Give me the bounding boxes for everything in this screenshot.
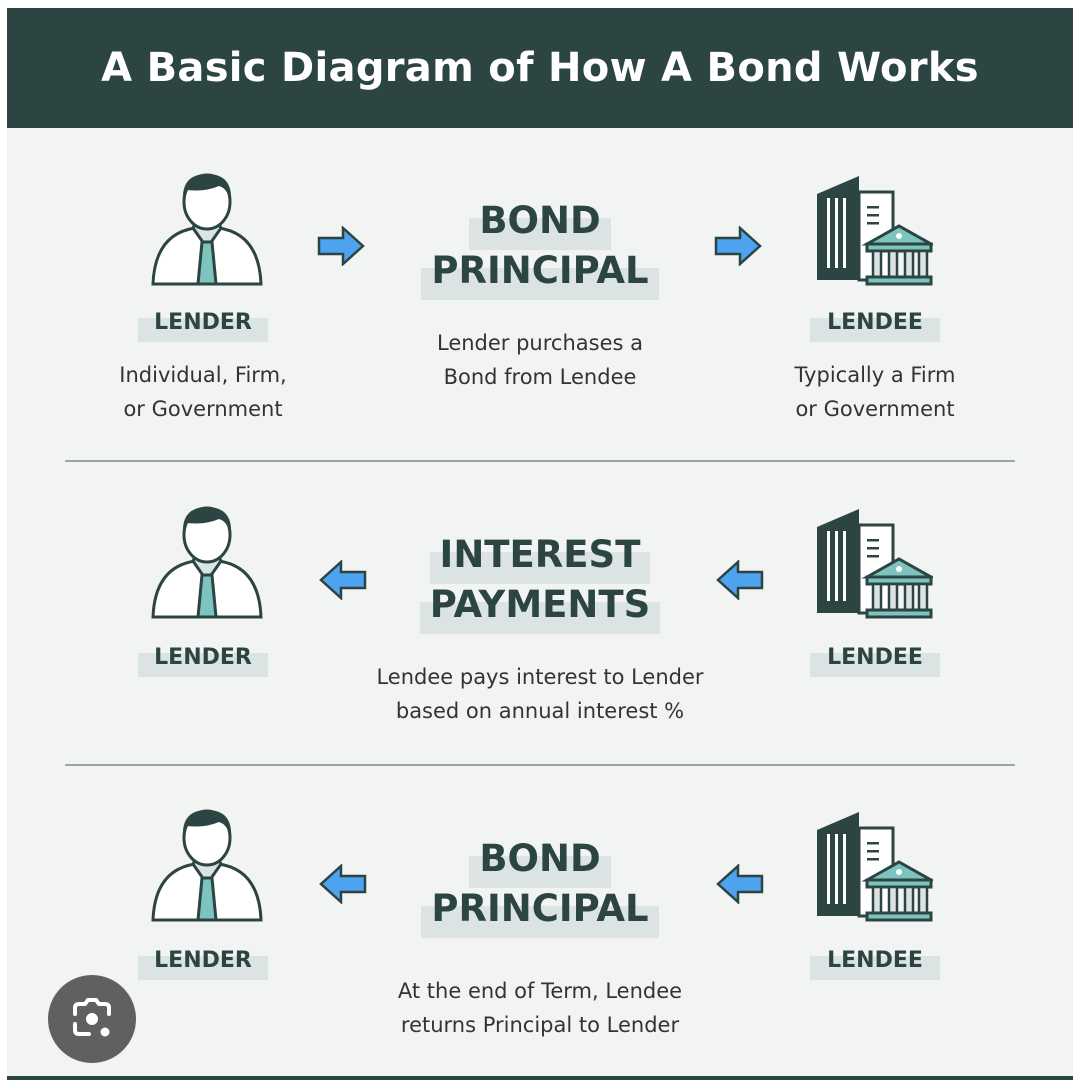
divider	[65, 460, 1015, 462]
lendee-label: LENDEE	[810, 643, 940, 677]
lender-label: LENDER	[138, 308, 268, 342]
divider	[65, 764, 1015, 766]
arrow-left-icon	[716, 560, 764, 600]
arrow-left-icon	[716, 864, 764, 904]
visual-search-button[interactable]	[48, 975, 136, 1063]
lendee-building-icon	[815, 507, 933, 619]
lendee-label: LENDEE	[810, 946, 940, 980]
lender-label: LENDER	[138, 946, 268, 980]
lendee-building-icon	[815, 174, 933, 286]
page-title: A Basic Diagram of How A Bond Works	[101, 45, 979, 91]
lender-description: Individual, Firm,or Government	[119, 363, 287, 421]
lender-person-icon	[151, 172, 263, 286]
lender-person-icon	[151, 505, 263, 619]
lendee-building-icon	[815, 810, 933, 922]
lender-person-icon	[151, 808, 263, 922]
arrow-right-icon	[714, 226, 762, 266]
lender-label: LENDER	[138, 643, 268, 677]
visual-search-camera-icon	[73, 998, 111, 1037]
header: A Basic Diagram of How A Bond Works	[7, 8, 1073, 128]
lendee-label: LENDEE	[810, 308, 940, 342]
infographic: A Basic Diagram of How A Bond Works LEND…	[7, 8, 1073, 1080]
